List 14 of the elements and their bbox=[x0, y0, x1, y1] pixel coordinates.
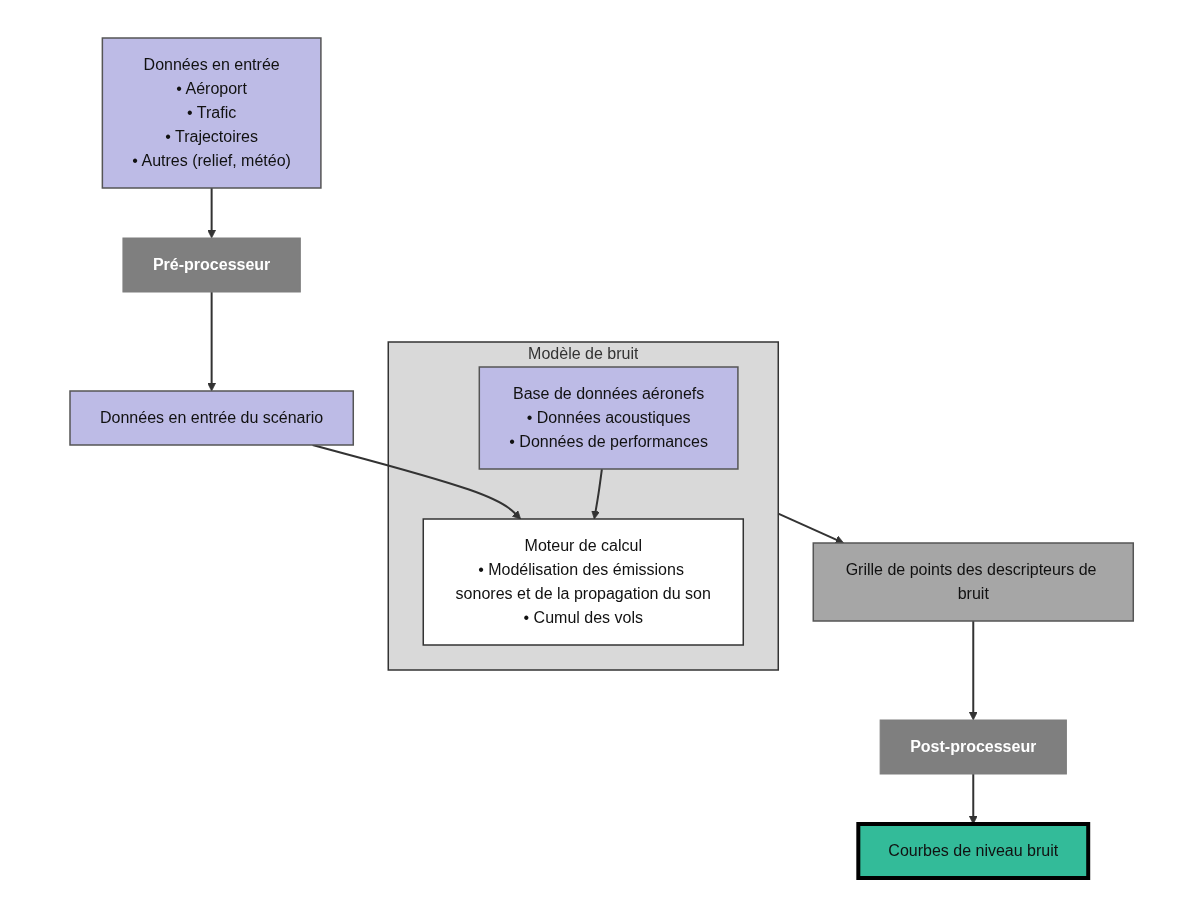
arrow bbox=[207, 291, 217, 392]
node-box: Grille de points des descripteurs de bruit bbox=[812, 542, 1135, 622]
node-box: Données en entrée • Aéroport • Trafic • Trajectoires • Autres (relief, météo) bbox=[101, 37, 322, 189]
arrow bbox=[591, 468, 604, 520]
node-box: Pré-processeur bbox=[122, 237, 302, 293]
arrow bbox=[969, 773, 979, 825]
node-box: Post-processeur bbox=[880, 719, 1068, 775]
node-box: Données en entrée du scénario bbox=[69, 390, 355, 446]
arrow bbox=[969, 620, 979, 721]
node-box: Base de données aéronefs • Données acoustiques • Données de performances bbox=[478, 366, 740, 470]
arrow bbox=[777, 512, 845, 544]
arrow bbox=[207, 187, 217, 239]
node-box: Moteur de calcul • Modélisation des émissions sonores et de la propagation du son • Cumul des vols bbox=[422, 518, 745, 646]
node-box: Courbes de niveau bruit bbox=[856, 822, 1091, 880]
